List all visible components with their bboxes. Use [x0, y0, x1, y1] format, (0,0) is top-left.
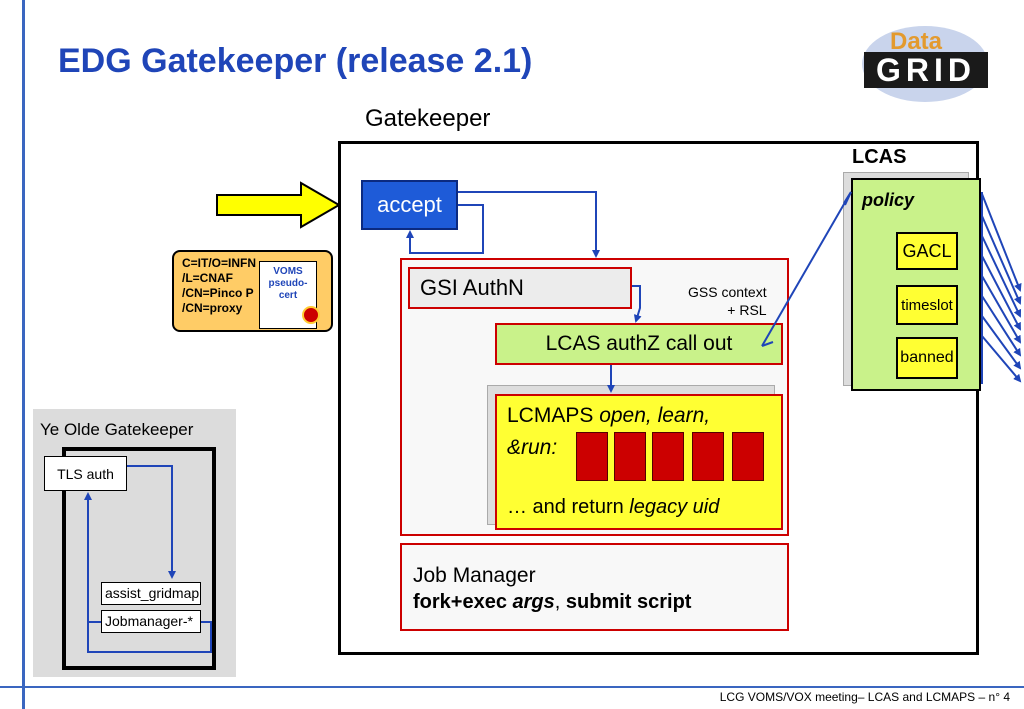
gatekeeper-box	[338, 141, 979, 655]
lcas-module-gacl: GACL	[896, 232, 958, 270]
footer-rule	[0, 686, 1024, 688]
jobmanager-loop-line	[87, 621, 212, 653]
policy-out-arrow	[981, 275, 1021, 344]
lcmaps-plugin-block	[576, 432, 608, 481]
lcas-module-banned: banned	[896, 337, 958, 379]
certificate-line: /CN=proxy	[182, 301, 243, 315]
tls-to-assist-arrow	[127, 465, 176, 579]
jobmanager-box: Jobmanager-*	[101, 610, 201, 633]
seal-icon	[302, 306, 320, 324]
policy-out-arrow	[981, 295, 1022, 357]
lcas-authz-callout-box: LCAS authZ call out	[495, 323, 783, 365]
gss-line: + RSL	[727, 302, 767, 318]
lcas-module-timeslot: timeslot	[896, 285, 958, 325]
policy-out-arrow	[981, 335, 1022, 383]
certificate-line: /CN=Pinco P	[182, 286, 254, 300]
gss-line: GSS context	[688, 284, 767, 300]
voms-line: cert	[278, 290, 298, 301]
lcmaps-return-uid: legacy uid	[629, 496, 720, 518]
policy-label: policy	[862, 190, 915, 210]
certificate-line: /L=CNAF	[182, 271, 233, 285]
tls-auth-box: TLS auth	[44, 456, 127, 491]
lcas-link-line	[761, 191, 852, 347]
policy-out-arrow	[981, 215, 1022, 305]
jm-submit: submit script	[565, 591, 692, 613]
lcmaps-prefix: LCMAPS	[507, 404, 600, 427]
gsi-to-authz-arrow	[632, 285, 642, 323]
lcmaps-return: … and return legacy uid	[507, 496, 719, 519]
slide-title: EDG Gatekeeper (release 2.1)	[58, 42, 533, 80]
voms-line: pseudo-	[268, 278, 308, 289]
job-manager-title: Job Manager	[413, 564, 536, 587]
lcmaps-plugin-block	[614, 432, 646, 481]
lcmaps-verbs: open, learn,	[599, 404, 711, 427]
policy-out-arrow	[981, 255, 1021, 331]
gatekeeper-label: Gatekeeper	[365, 105, 491, 132]
accept-box: accept	[361, 180, 458, 230]
assist-gridmap-box: assist_gridmap	[101, 582, 201, 605]
gsi-authn-box: GSI AuthN	[408, 267, 632, 309]
gss-context-note: GSS context + RSL	[688, 283, 767, 319]
lcas-arrow-head-top	[843, 191, 852, 206]
input-arrow	[216, 181, 341, 229]
footer-text: LCG VOMS/VOX meeting– LCAS and LCMAPS – …	[719, 690, 1010, 704]
lcmaps-plugin-block	[652, 432, 684, 481]
policy-out-arrow	[981, 315, 1022, 370]
lcas-box: policy GACL timeslot banned	[851, 178, 981, 391]
lcmaps-run: &run:	[507, 436, 557, 460]
lcmaps-run-label: &run:	[507, 436, 558, 459]
accept-loop-arrow	[406, 204, 484, 254]
lcas-arrow-head-bottom	[761, 341, 774, 347]
accept-to-inner-arrow	[458, 191, 600, 258]
left-accent-line	[22, 0, 25, 709]
jm-sep: ,	[554, 591, 566, 613]
voms-line: VOMS	[273, 266, 303, 277]
lcmaps-title: LCMAPS open, learn,	[507, 404, 710, 428]
job-manager-command: fork+exec args, submit script	[413, 589, 787, 615]
datagrid-logo-grid-word: GRID	[864, 52, 988, 88]
jm-fork: fork+exec	[413, 591, 513, 613]
olde-gatekeeper-box	[62, 447, 216, 670]
certificate-scroll: C=IT/O=INFN /L=CNAF /CN=Pinco P /CN=prox…	[172, 250, 333, 332]
lcmaps-plugin-block	[692, 432, 724, 481]
datagrid-logo-data-word: Data	[890, 28, 943, 55]
job-manager-box: Job Manager fork+exec args, submit scrip…	[400, 543, 789, 631]
policy-out-arrow	[981, 235, 1022, 318]
policy-out-arrow	[981, 193, 1022, 292]
olde-gatekeeper-title: Ye Olde Gatekeeper	[40, 420, 194, 439]
certificate-line: C=IT/O=INFN	[182, 256, 257, 270]
lcas-label: LCAS	[852, 146, 907, 168]
lcmaps-return-prefix: … and return	[507, 496, 630, 518]
lcmaps-plugin-block	[732, 432, 764, 481]
jm-args: args	[512, 591, 555, 613]
certificate-subject: C=IT/O=INFN /L=CNAF /CN=Pinco P /CN=prox…	[182, 256, 256, 316]
